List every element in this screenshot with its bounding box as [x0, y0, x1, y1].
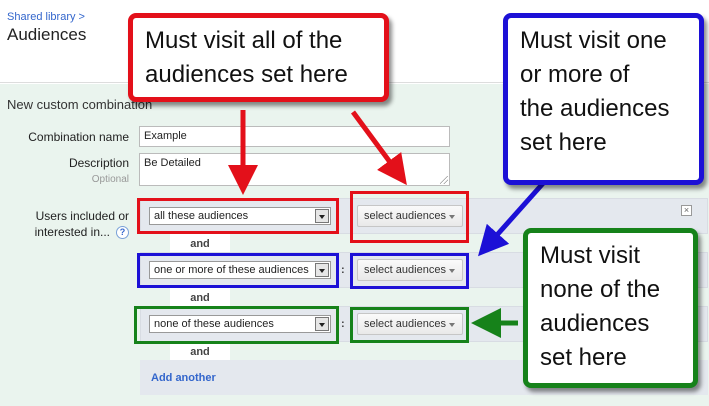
and-label-3: and [190, 346, 210, 358]
description-optional-label: Optional [91, 174, 129, 185]
condition-2-select[interactable]: one or more of these audiences [149, 261, 331, 279]
add-another-link[interactable]: Add another [151, 372, 216, 384]
callout-red-line-2: audiences set here [145, 61, 348, 88]
condition-3-select[interactable]: none of these audiences [149, 315, 331, 333]
colon-2: : [341, 264, 345, 276]
and-label-1: and [190, 238, 210, 250]
condition-1-select-value: all these audiences [154, 210, 249, 222]
description-textarea[interactable]: Be Detailed [139, 153, 450, 186]
callout-green-line-4: set here [540, 344, 627, 371]
highlight-condition-3-button [350, 307, 469, 343]
combination-name-input[interactable]: Example [139, 126, 450, 147]
chevron-down-icon [449, 269, 455, 273]
callout-one-or-more: Must visit one or more of the audiences … [503, 13, 704, 185]
highlight-condition-2-button [350, 253, 469, 289]
highlight-condition-3-select [134, 306, 339, 344]
highlight-condition-2-select [137, 253, 339, 288]
combination-name-label: Combination name [28, 130, 129, 144]
chevron-down-icon [449, 323, 455, 327]
users-included-label: Users included or [35, 209, 129, 223]
users-included-label-line2: interested in... [34, 225, 110, 239]
callout-blue-line-1: Must visit one [520, 27, 667, 54]
callout-blue-line-3: the audiences [520, 95, 670, 122]
select-audiences-label-3: select audiences [364, 318, 446, 330]
select-audiences-button-3[interactable]: select audiences [357, 313, 463, 335]
breadcrumb-shared-library[interactable]: Shared library > [7, 11, 85, 23]
highlight-condition-1-button [350, 191, 469, 243]
callout-green-line-2: none of the [540, 276, 661, 303]
select-audiences-label-1: select audiences [364, 210, 446, 222]
help-icon[interactable]: ? [116, 226, 129, 239]
description-label: Description [68, 156, 129, 170]
page-title: Audiences [7, 25, 87, 44]
condition-3-select-value: none of these audiences [154, 318, 274, 330]
chevron-down-icon [449, 215, 455, 219]
chevron-down-icon [315, 209, 329, 223]
condition-2-select-value: one or more of these audiences [154, 264, 309, 276]
and-label-2: and [190, 292, 210, 304]
and-separator-2 [170, 288, 230, 306]
select-audiences-button-1[interactable]: select audiences [357, 205, 463, 227]
callout-green-line-3: audiences [540, 310, 650, 337]
select-audiences-button-2[interactable]: select audiences [357, 259, 463, 281]
callout-blue-line-4: set here [520, 129, 607, 156]
resize-grip-icon[interactable] [440, 176, 448, 184]
and-separator-3 [170, 342, 230, 360]
callout-all-audiences: Must visit all of the audiences set here [128, 13, 389, 102]
callout-red-line-1: Must visit all of the [145, 27, 343, 54]
condition-1-select[interactable]: all these audiences [149, 207, 331, 225]
and-separator-1 [170, 234, 230, 252]
highlight-condition-1-select [137, 198, 339, 234]
chevron-down-icon [315, 263, 329, 277]
section-title: New custom combination [7, 97, 153, 112]
select-audiences-label-2: select audiences [364, 264, 446, 276]
callout-green-line-1: Must visit [540, 242, 641, 269]
close-icon[interactable]: × [681, 205, 692, 216]
colon-3: : [341, 318, 345, 330]
chevron-down-icon [315, 317, 329, 331]
callout-none-of: Must visit none of the audiences set her… [523, 228, 698, 388]
description-value: Be Detailed [144, 157, 201, 169]
callout-blue-line-2: or more of [520, 61, 630, 88]
